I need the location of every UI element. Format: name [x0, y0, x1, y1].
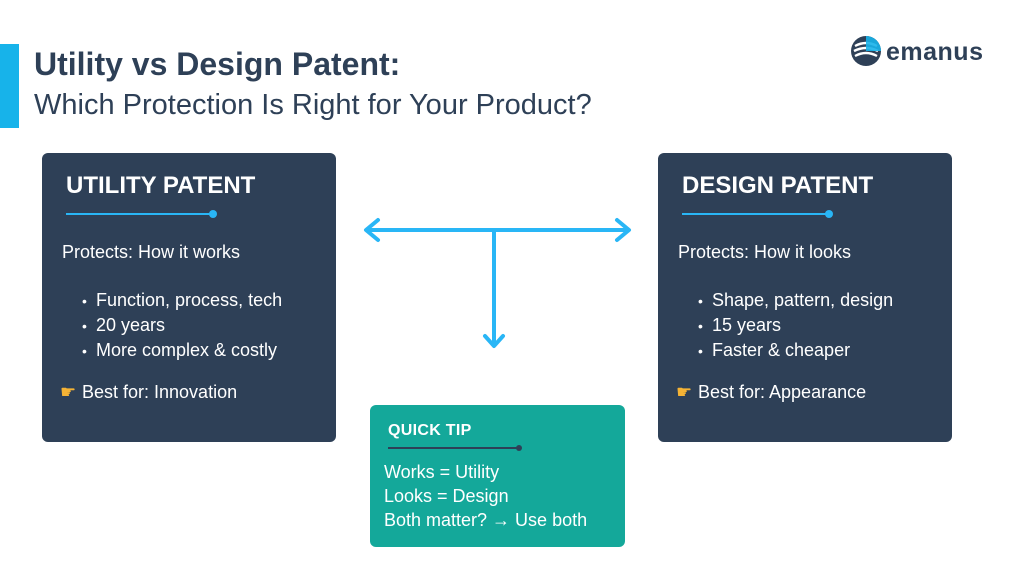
design-item-text: 15 years: [712, 315, 781, 335]
utility-item-text: 20 years: [96, 315, 165, 335]
emanus-logo-icon: [850, 34, 882, 68]
page-subtitle: Which Protection Is Right for Your Produ…: [34, 87, 592, 123]
utility-best-text: Best for: Innovation: [82, 382, 237, 402]
quick-tip-line: Works = Utility: [384, 460, 587, 484]
quick-tip-title: QUICK TIP: [388, 422, 472, 440]
pointing-hand-icon: ☛: [676, 382, 698, 403]
design-title-underline: [682, 213, 830, 215]
quick-tip-box: QUICK TIP Works = Utility Looks = Design…: [370, 405, 625, 547]
design-best-text: Best for: Appearance: [698, 382, 866, 402]
design-item-text: Shape, pattern, design: [712, 290, 893, 310]
list-item: •Shape, pattern, design: [698, 288, 893, 313]
logo: emanus: [850, 34, 980, 70]
utility-patent-card: UTILITY PATENT Protects: How it works •F…: [42, 153, 336, 442]
pointing-hand-icon: ☛: [60, 382, 82, 403]
quick-tip-lines: Works = Utility Looks = Design Both matt…: [384, 460, 587, 532]
connector-arrows: [360, 212, 635, 352]
design-patent-card: DESIGN PATENT Protects: How it looks •Sh…: [658, 153, 952, 442]
utility-title-underline: [66, 213, 214, 215]
utility-feature-list: •Function, process, tech •20 years •More…: [82, 288, 282, 363]
list-item: •Faster & cheaper: [698, 338, 893, 363]
list-item: •Function, process, tech: [82, 288, 282, 313]
utility-card-title: UTILITY PATENT: [66, 172, 255, 200]
list-item: •15 years: [698, 313, 893, 338]
title-accent-bar: [0, 44, 19, 128]
logo-text: emanus: [886, 38, 983, 67]
design-best-for: ☛Best for: Appearance: [676, 382, 866, 403]
page-title: Utility vs Design Patent:: [34, 46, 400, 82]
design-card-title: DESIGN PATENT: [682, 172, 873, 200]
utility-best-for: ☛Best for: Innovation: [60, 382, 237, 403]
design-feature-list: •Shape, pattern, design •15 years •Faste…: [698, 288, 893, 363]
quick-tip-line: Both matter? → Use both: [384, 508, 587, 532]
list-item: •More complex & costly: [82, 338, 282, 363]
utility-item-text: More complex & costly: [96, 340, 277, 360]
quick-tip-line: Looks = Design: [384, 484, 587, 508]
utility-item-text: Function, process, tech: [96, 290, 282, 310]
design-item-text: Faster & cheaper: [712, 340, 850, 360]
design-protects: Protects: How it looks: [678, 242, 851, 263]
list-item: •20 years: [82, 313, 282, 338]
utility-protects: Protects: How it works: [62, 242, 240, 263]
quick-tip-underline: [388, 447, 520, 449]
